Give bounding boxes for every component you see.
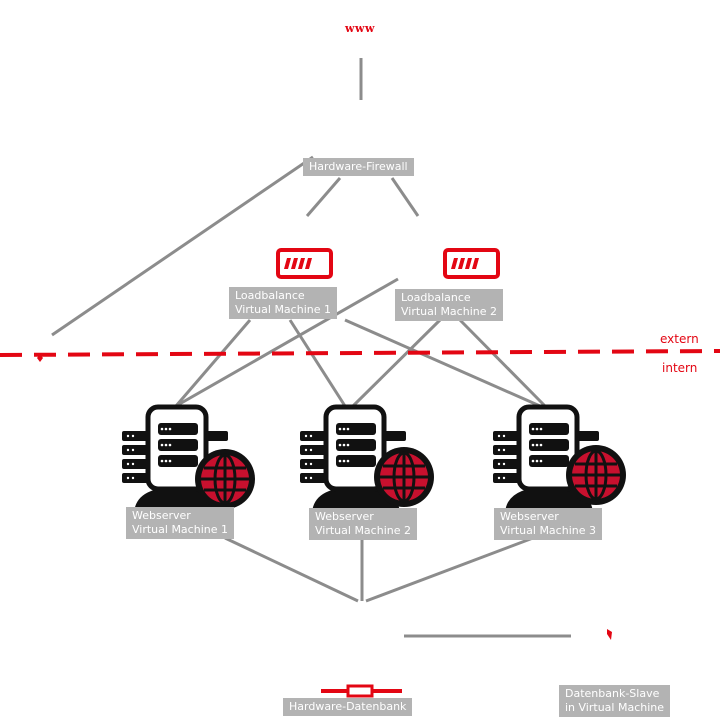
loadbalancer-1-line1: Loadbalance <box>235 289 305 302</box>
www-label: www <box>345 22 375 35</box>
zone-boundary <box>0 349 720 357</box>
connections <box>51 58 571 638</box>
zone-extern-label: extern <box>660 332 699 346</box>
loadbalancer-icon <box>443 248 500 279</box>
line-lb1-ws2 <box>288 319 347 407</box>
line-firewall-lb1 <box>305 177 342 217</box>
loadbalancer-1-label: Loadbalance Virtual Machine 1 <box>229 287 337 319</box>
line-firewall-lb2 <box>390 177 420 217</box>
line-ws1-db <box>224 536 359 603</box>
line-firewall-left <box>51 155 314 337</box>
globe-icon <box>566 445 626 505</box>
database-label: Hardware-Datenbank <box>283 698 413 716</box>
database-icon <box>321 684 402 698</box>
webserver-2-line2: Virtual Machine 2 <box>315 524 411 537</box>
webserver-1-line1: Webserver <box>132 509 191 522</box>
zone-intern-label: intern <box>662 361 698 375</box>
loadbalancer-2-line1: Loadbalance <box>401 291 471 304</box>
loadbalancer-2-label: Loadbalance Virtual Machine 2 <box>395 289 503 321</box>
webserver-2-label: Webserver Virtual Machine 2 <box>309 508 417 540</box>
loadbalancer-1-line2: Virtual Machine 1 <box>235 303 331 316</box>
loadbalancer-2-line2: Virtual Machine 2 <box>401 305 497 318</box>
slave-line2: in Virtual Machine <box>565 701 665 714</box>
loadbalancer-icon <box>276 248 333 279</box>
slave-line1: Datenbank-Slave <box>565 687 660 700</box>
line-lb2-ws3 <box>458 318 547 408</box>
webserver-1-label: Webserver Virtual Machine 1 <box>126 507 234 539</box>
webserver-3-line1: Webserver <box>500 510 559 523</box>
globe-icon <box>195 449 255 509</box>
firewall-label: Hardware-Firewall <box>303 158 414 176</box>
webserver-2-line1: Webserver <box>315 510 374 523</box>
webserver-1-line2: Virtual Machine 1 <box>132 523 228 536</box>
webserver-3-label: Webserver Virtual Machine 3 <box>494 508 602 540</box>
boundary-marker <box>37 354 43 362</box>
line-lb2-ws2 <box>351 318 442 408</box>
line-lb1-ws1 <box>174 319 252 407</box>
line-lb2-ws1 <box>175 277 399 408</box>
webserver-3-line2: Virtual Machine 3 <box>500 524 596 537</box>
line-ws3-db <box>365 536 534 603</box>
slave-label: Datenbank-Slave in Virtual Machine <box>559 685 671 717</box>
slave-marker <box>607 629 612 640</box>
globe-icon <box>374 447 434 507</box>
line-lb1-ws3 <box>344 318 541 408</box>
